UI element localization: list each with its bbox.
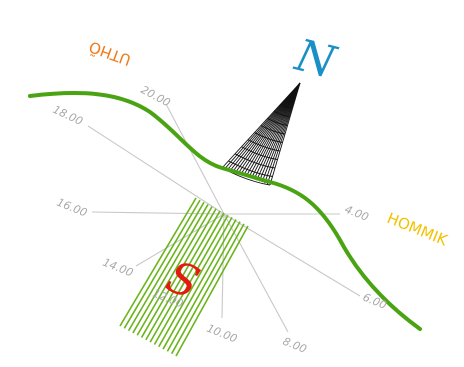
hour-label-8: 8.00 bbox=[281, 335, 309, 356]
cone-ring bbox=[293, 89, 298, 92]
hour-label-14: 14.00 bbox=[101, 256, 135, 280]
shadow-bar bbox=[132, 204, 209, 334]
hour-label-16: 16.00 bbox=[55, 196, 89, 220]
shadow-bar bbox=[153, 214, 229, 345]
hour-label-20: 20.00 bbox=[139, 83, 173, 109]
shadow-bars bbox=[119, 197, 249, 357]
shadow-bar bbox=[166, 221, 241, 352]
side-label-left: UTHÕ bbox=[86, 37, 133, 70]
hour-line-8 bbox=[223, 213, 289, 333]
shadow-bar bbox=[175, 225, 249, 357]
cone-ring bbox=[254, 132, 283, 143]
cone-ring bbox=[273, 110, 291, 118]
hour-line-6 bbox=[223, 213, 361, 297]
hour-lines bbox=[87, 103, 361, 333]
cone-ring bbox=[247, 139, 281, 152]
hour-label-4: 4.00 bbox=[343, 203, 371, 224]
shadow-bar bbox=[145, 210, 221, 341]
shadow-bar bbox=[127, 201, 205, 332]
horizon-line bbox=[28, 91, 422, 331]
south-letter: S bbox=[159, 251, 206, 310]
shadow-bar bbox=[158, 216, 233, 348]
cone-ring bbox=[234, 153, 276, 169]
north-cone bbox=[221, 82, 301, 186]
side-label-right: HOMMIK bbox=[385, 209, 451, 250]
cone-ring bbox=[280, 103, 293, 109]
shadow-bar bbox=[123, 199, 201, 329]
hour-label-10: 10.00 bbox=[205, 322, 239, 346]
cone-ring bbox=[228, 160, 273, 177]
shadow-bar bbox=[119, 197, 197, 327]
hour-line-14 bbox=[135, 213, 225, 267]
hour-line-18 bbox=[87, 125, 225, 215]
hour-label-6: 6.00 bbox=[361, 291, 389, 312]
hour-line-10 bbox=[221, 213, 225, 319]
hour-label-18: 18.00 bbox=[51, 103, 85, 128]
shadow-bar bbox=[149, 212, 225, 343]
cone-ring bbox=[286, 96, 296, 101]
cone-ring bbox=[241, 146, 278, 160]
shadow-bar bbox=[140, 208, 217, 338]
shadow-bar bbox=[136, 206, 213, 336]
shadow-bar bbox=[162, 219, 237, 350]
hour-line-20 bbox=[165, 103, 225, 215]
cone-ring bbox=[267, 118, 288, 126]
north-letter: N bbox=[290, 30, 342, 89]
shadow-bar bbox=[170, 223, 245, 355]
cone-ring bbox=[260, 125, 286, 135]
